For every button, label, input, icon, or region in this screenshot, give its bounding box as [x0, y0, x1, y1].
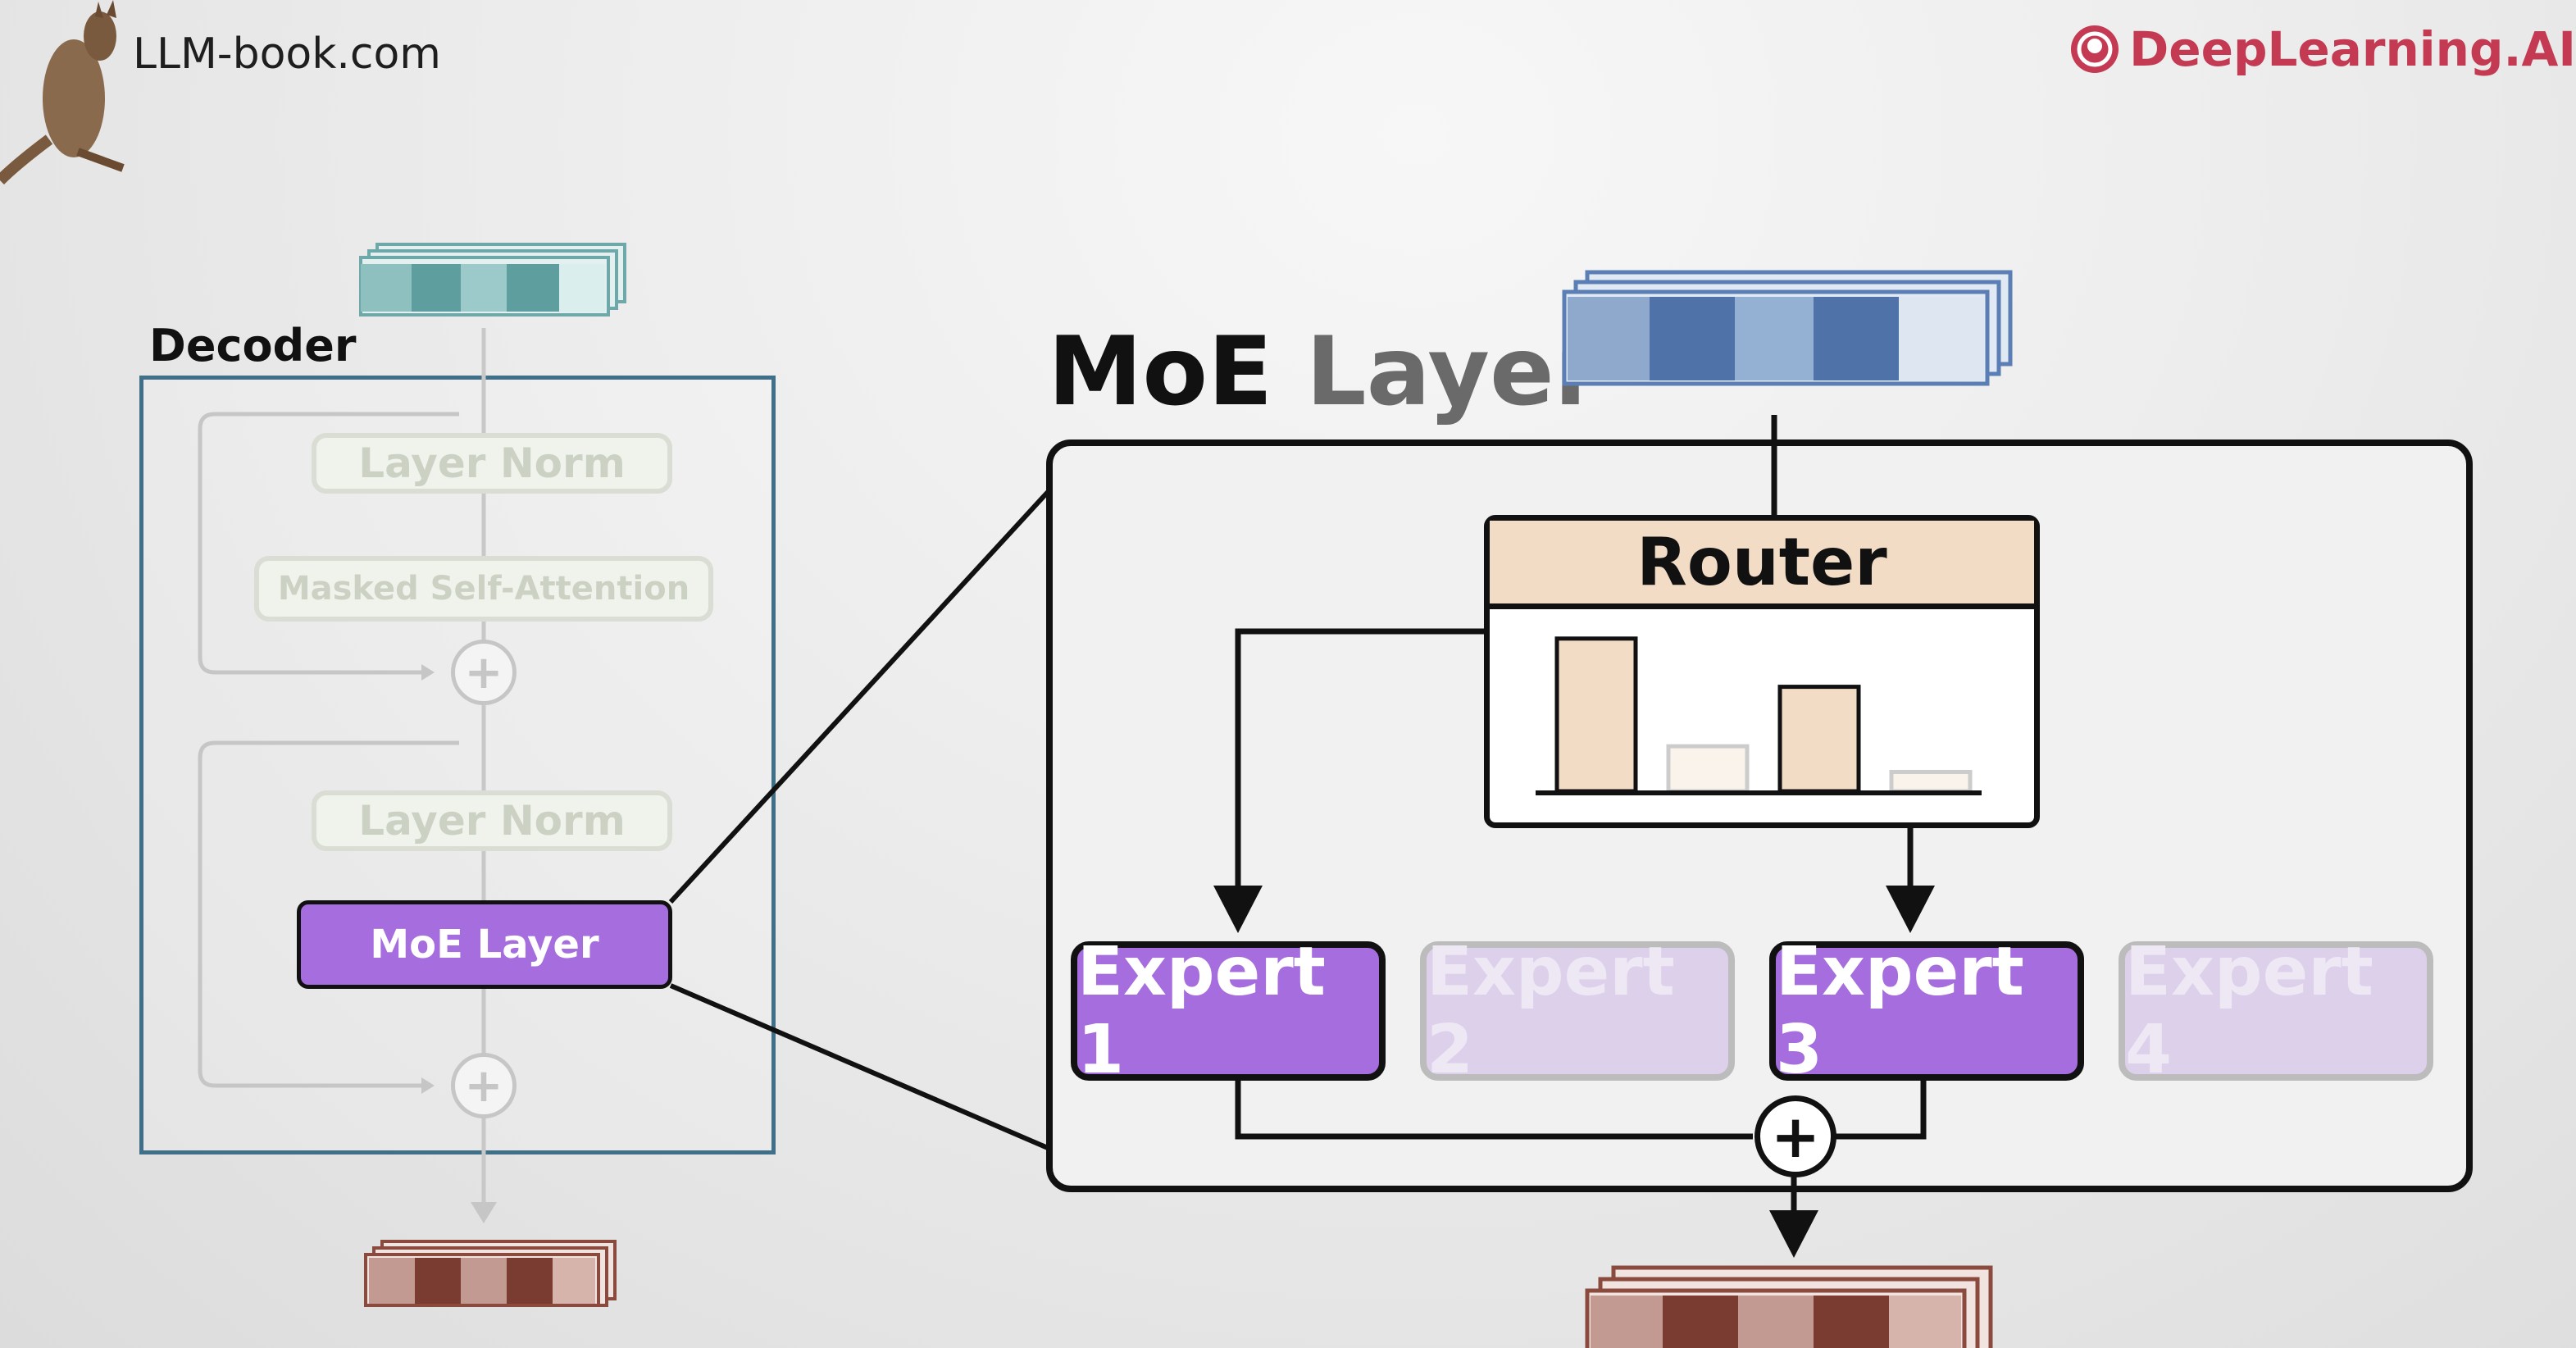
decoder-box [139, 376, 776, 1154]
moe-layer-block: MoE Layer [297, 900, 672, 989]
router-bar-1 [1554, 636, 1638, 794]
router-box: Router [1484, 515, 2040, 828]
router-bar-3 [1777, 685, 1861, 794]
layer-norm-block-2: Layer Norm [312, 790, 672, 851]
brand-logo: DeepLearning.AI [2069, 21, 2576, 77]
kangaroo-logo-icon [0, 0, 125, 184]
router-distribution-chart [1536, 636, 1982, 795]
site-label: LLM-book.com [133, 30, 441, 79]
decoder-add-1: + [451, 640, 517, 705]
add-symbol: + [1770, 1102, 1821, 1171]
deeplearning-logo-icon [2071, 25, 2119, 73]
brand-label: DeepLearning.AI [2129, 21, 2576, 77]
expert-4: Expert 4 [2119, 933, 2433, 1089]
expert-2: Expert 2 [1420, 933, 1735, 1089]
layer-norm-block-1: Layer Norm [312, 433, 672, 494]
router-label: Router [1490, 521, 2034, 609]
masked-self-attention-block: Masked Self-Attention [254, 556, 713, 622]
add-symbol: + [464, 1059, 503, 1113]
moe-title-part1: MoE [1048, 317, 1273, 427]
decoder-title: Decoder [149, 320, 357, 371]
moe-title-part2: Layer [1305, 317, 1601, 427]
decoder-add-2: + [451, 1053, 517, 1118]
moe-add-circle: + [1755, 1095, 1836, 1177]
expert-1: Expert 1 [1071, 933, 1386, 1089]
moe-layer-title: MoE Layer [1048, 325, 1601, 420]
expert-3: Expert 3 [1769, 933, 2084, 1089]
add-symbol: + [464, 645, 503, 699]
